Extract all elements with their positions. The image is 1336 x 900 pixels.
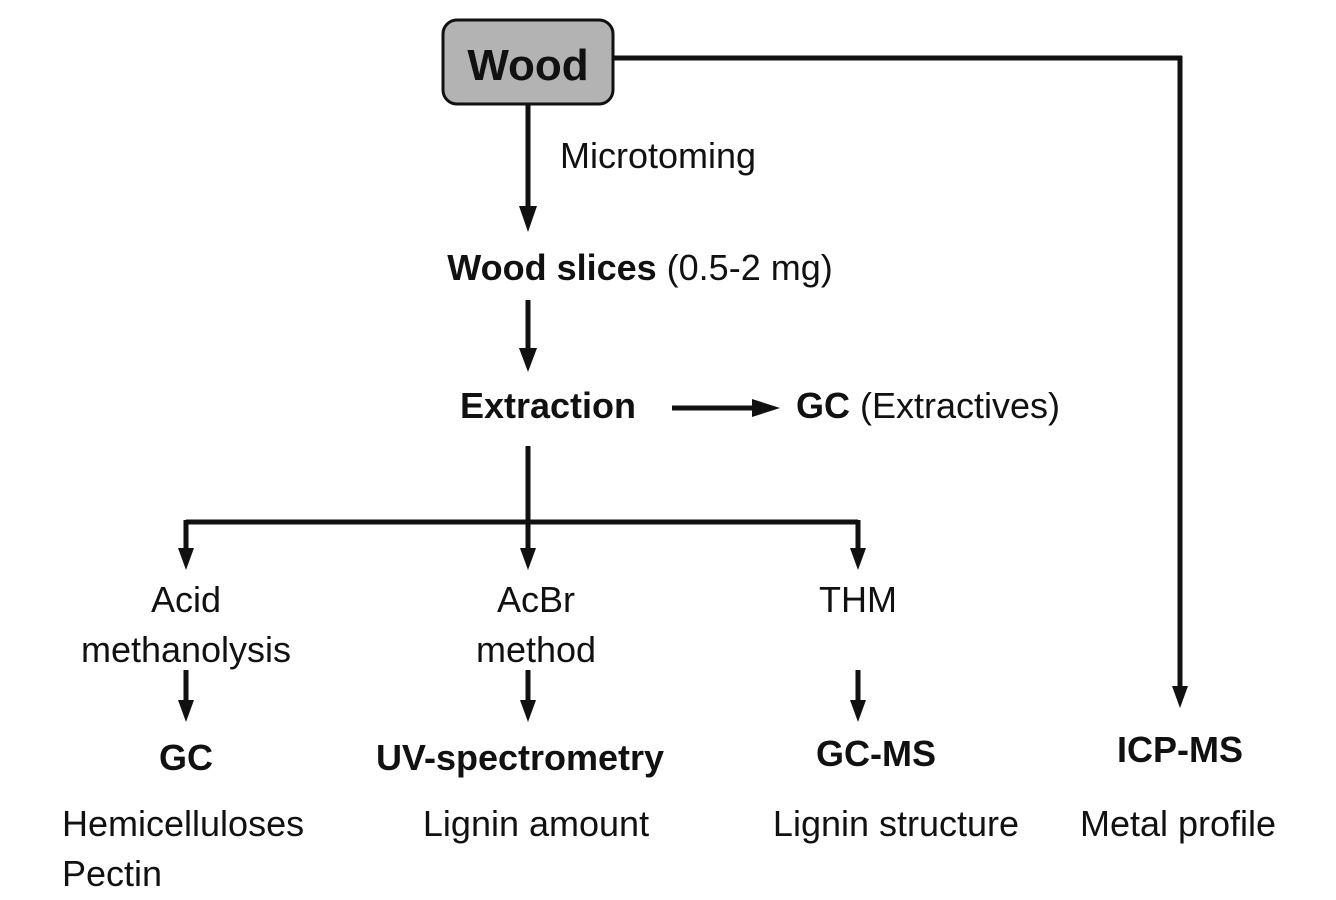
gcms-label: GC-MS [816,733,936,774]
gc-result-2: Pectin [62,853,162,894]
arrowhead-acbr [520,548,536,570]
arrowhead-icpms [1172,686,1188,708]
extraction-label: Extraction [460,385,636,426]
gc-result-1: Hemicelluloses [62,803,304,844]
wood-label: Wood [467,41,588,90]
gcms-result: Lignin structure [773,803,1019,844]
wood-slices-title: Wood slices [447,247,656,288]
icpms-result: Metal profile [1080,803,1276,844]
arrowhead-gc-extractives [752,399,780,417]
acid-methanolysis-label-1: Acid [151,579,221,620]
gc-extractives-label: GC (Extractives) [796,385,1060,426]
arrowhead-gc [178,700,194,722]
uv-result: Lignin amount [423,803,649,844]
microtoming-label: Microtoming [560,135,756,176]
arrowhead-extraction [519,348,537,372]
wood-slices-mass: (0.5-2 mg) [657,247,833,288]
thm-label: THM [819,579,897,620]
gc-label: GC [159,737,213,778]
acid-methanolysis-label-2: methanolysis [81,629,291,670]
gc-extractives-title: GC [796,385,850,426]
icpms-label: ICP-MS [1117,729,1243,770]
arrowhead-gcms [850,700,866,722]
gc-extractives-note: (Extractives) [850,385,1060,426]
wood-slices-label: Wood slices (0.5-2 mg) [447,247,832,288]
arrowhead-thm [850,548,866,570]
acbr-label-2: method [476,629,596,670]
acbr-label-1: AcBr [497,579,575,620]
arrowhead-wood-slices [519,206,537,232]
uv-label: UV-spectrometry [376,737,664,778]
arrowhead-acid [178,548,194,570]
arrowhead-uv [520,700,536,722]
